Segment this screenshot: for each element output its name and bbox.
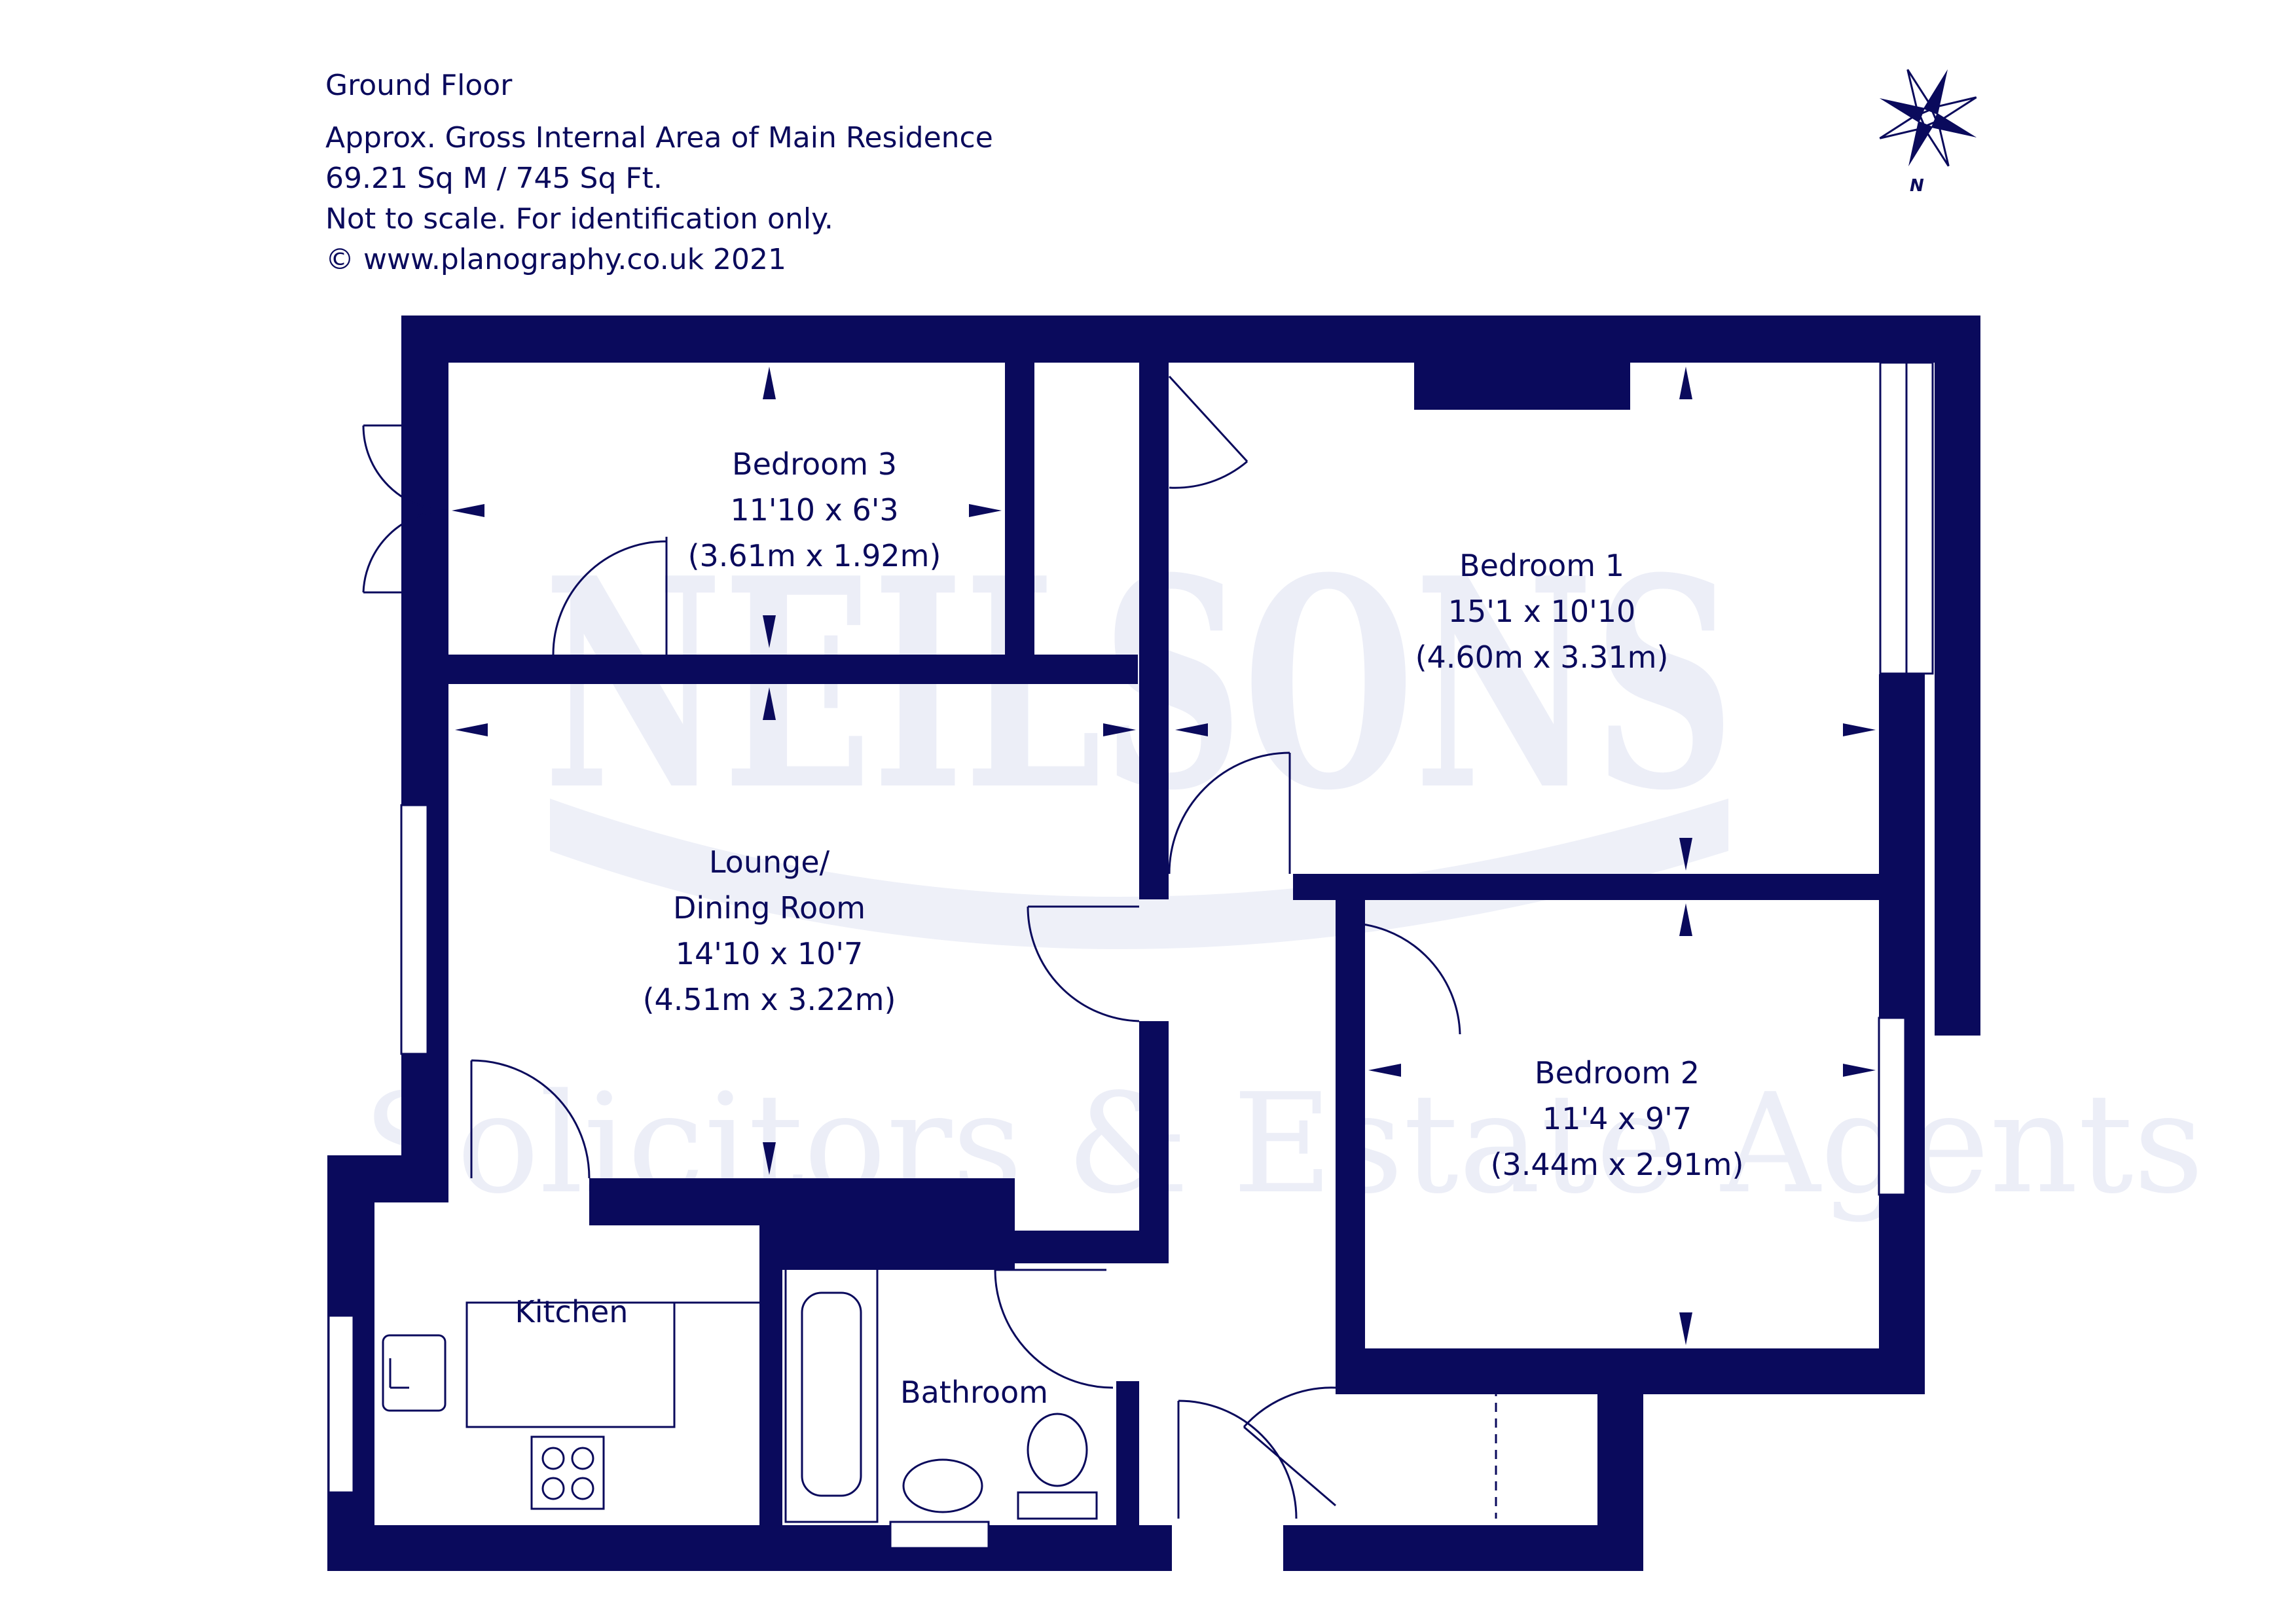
bedroom1-metric: (4.60m x 3.31m) bbox=[1415, 640, 1669, 675]
room-labels: Bedroom 3 11'10 x 6'3 (3.61m x 1.92m) Be… bbox=[515, 446, 1744, 1410]
compass-north-label: N bbox=[1910, 176, 1924, 196]
bathroom-name: Bathroom bbox=[900, 1375, 1048, 1410]
floor-title: Ground Floor bbox=[325, 69, 513, 102]
bedroom1-imperial: 15'1 x 10'10 bbox=[1448, 594, 1636, 629]
kitchen-window bbox=[327, 1314, 355, 1494]
bathroom-window bbox=[889, 1521, 990, 1549]
bedroom3-external-door-upper bbox=[362, 424, 449, 512]
bedroom1-name: Bedroom 1 bbox=[1459, 548, 1624, 583]
area-label: Approx. Gross Internal Area of Main Resi… bbox=[325, 121, 993, 154]
front-door bbox=[1177, 1399, 1298, 1519]
dimension-markers bbox=[452, 367, 1876, 1345]
bedroom2-metric: (3.44m x 2.91m) bbox=[1491, 1147, 1744, 1182]
bedroom1-entry-door bbox=[1168, 751, 1291, 875]
sink-icon bbox=[382, 1334, 446, 1412]
disclaimer-text: Not to scale. For identification only. bbox=[325, 202, 833, 236]
area-value: 69.21 Sq M / 745 Sq Ft. bbox=[325, 162, 663, 195]
doors bbox=[362, 375, 1497, 1519]
windows bbox=[327, 361, 1934, 1549]
bedroom2-imperial: 11'4 x 9'7 bbox=[1542, 1101, 1692, 1136]
bathroom-door bbox=[994, 1269, 1114, 1389]
lounge-window bbox=[400, 804, 429, 1055]
cupboard-door bbox=[1243, 1386, 1336, 1507]
fixtures bbox=[382, 1262, 1098, 1523]
kitchen-name: Kitchen bbox=[515, 1294, 629, 1329]
bedroom2-window bbox=[1878, 1017, 1906, 1196]
bedroom3-metric: (3.61m x 1.92m) bbox=[688, 538, 941, 573]
kitchen-counter bbox=[465, 1301, 676, 1428]
bedroom3-name: Bedroom 3 bbox=[732, 446, 897, 482]
bedroom2-name: Bedroom 2 bbox=[1535, 1055, 1700, 1091]
bedroom3-external-door-lower bbox=[362, 509, 449, 594]
bedroom2-door bbox=[1344, 922, 1461, 1035]
basin-icon bbox=[902, 1458, 983, 1513]
lounge-name-line2: Dining Room bbox=[673, 890, 866, 926]
lounge-metric: (4.51m x 3.22m) bbox=[643, 982, 896, 1017]
hob-icon bbox=[530, 1435, 605, 1510]
lounge-name-line1: Lounge/ bbox=[709, 844, 830, 880]
bathtub-icon bbox=[784, 1262, 879, 1523]
bedroom3-door bbox=[552, 537, 668, 655]
kitchen-door bbox=[470, 1059, 591, 1179]
walls bbox=[327, 316, 1980, 1571]
bedroom3-imperial: 11'10 x 6'3 bbox=[730, 492, 898, 528]
bedroom1-door bbox=[1168, 375, 1248, 489]
copyright-text: © www.planography.co.uk 2021 bbox=[325, 243, 787, 276]
toilet-icon bbox=[1027, 1413, 1088, 1487]
watermark-swoosh bbox=[550, 799, 1728, 949]
lounge-imperial: 14'10 x 10'7 bbox=[676, 936, 864, 971]
lounge-door bbox=[1027, 905, 1140, 1022]
compass-rose-icon: N bbox=[1879, 69, 1977, 196]
